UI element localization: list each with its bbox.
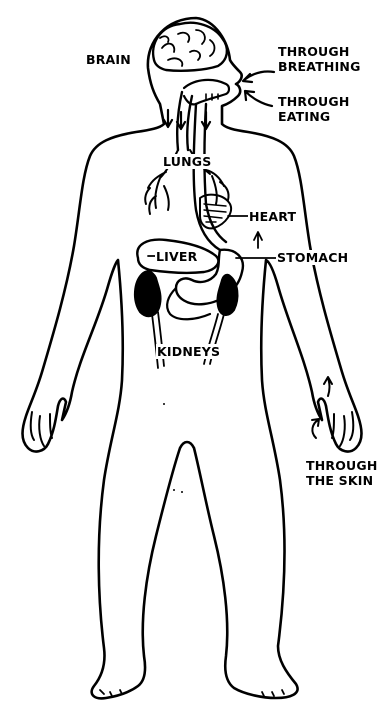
label-skin-line2: THE SKIN xyxy=(306,473,378,488)
skin-arrow-lower xyxy=(312,419,319,438)
label-lungs-text: LUNGS xyxy=(163,154,211,169)
speckle xyxy=(181,491,183,493)
label-stomach-text: STOMACH xyxy=(277,250,348,265)
label-through-eating: THROUGH EATING xyxy=(278,94,350,124)
left-kidney xyxy=(135,271,161,316)
right-foot-toes xyxy=(262,690,284,696)
label-brain-text: BRAIN xyxy=(86,52,131,67)
label-stomach: STOMACH xyxy=(276,250,349,265)
right-kidney xyxy=(217,275,237,315)
label-kidneys: KIDNEYS xyxy=(156,344,221,359)
label-breathing-line2: BREATHING xyxy=(278,59,361,74)
label-heart-text: HEART xyxy=(249,209,296,224)
label-breathing-line1: THROUGH xyxy=(278,44,361,59)
label-kidneys-text: KIDNEYS xyxy=(157,344,220,359)
label-liver-text: LIVER xyxy=(156,249,197,264)
label-eating-line1: THROUGH xyxy=(278,94,350,109)
label-lungs: LUNGS xyxy=(162,154,212,169)
label-heart: HEART xyxy=(248,209,297,224)
skin-arrow-upper xyxy=(324,377,332,396)
label-skin-line1: THROUGH xyxy=(306,458,378,473)
breathing-arrow xyxy=(243,71,274,82)
label-brain: BRAIN xyxy=(86,52,131,67)
left-ureter xyxy=(152,312,164,368)
eating-arrow xyxy=(245,91,272,106)
brain-folds xyxy=(160,30,215,66)
label-through-breathing: THROUGH BREATHING xyxy=(278,44,361,74)
speckle xyxy=(173,489,175,491)
label-through-the-skin: THROUGH THE SKIN xyxy=(306,458,378,488)
label-eating-line2: EATING xyxy=(278,109,350,124)
speckle xyxy=(163,403,165,405)
down-arrow-right xyxy=(202,112,210,129)
label-liver: LIVER xyxy=(155,249,198,264)
vertical-marker xyxy=(254,232,262,248)
